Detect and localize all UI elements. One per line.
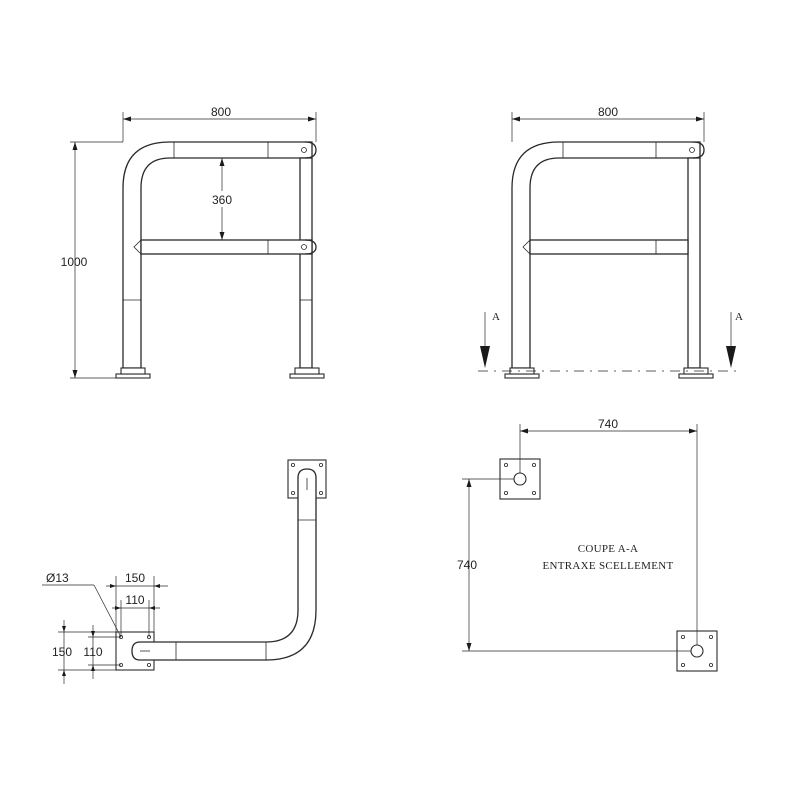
front-height-label: 1000 <box>61 255 88 269</box>
side-right-base <box>678 373 714 379</box>
plate-width-label: 150 <box>125 571 145 585</box>
side-left-post <box>511 141 701 369</box>
section-height-label: 740 <box>457 558 477 572</box>
side-right-post <box>687 157 701 369</box>
front-left-base <box>115 373 151 379</box>
side-width-label: 800 <box>598 105 618 119</box>
top-view: Ø13 150 110 150 110 <box>42 459 327 684</box>
diameter-label: Ø13 <box>46 571 69 585</box>
front-view: 800 1000 360 <box>61 105 325 379</box>
front-right-base <box>289 373 325 379</box>
side-left-base <box>504 373 540 379</box>
front-middle-rail <box>140 239 313 255</box>
section-marker-left: A <box>492 311 500 323</box>
section-width-label: 740 <box>598 417 618 431</box>
front-width-label: 800 <box>211 105 231 119</box>
front-gap-label: 360 <box>212 193 232 207</box>
side-view: A A 800 <box>478 105 743 379</box>
section-view: 740 740 COUPE A-A ENTRAXE SCELLEMENT <box>457 417 718 672</box>
plate-height-label: 150 <box>52 645 72 659</box>
front-left-post <box>122 141 313 369</box>
section-title-line2: ENTRAXE SCELLEMENT <box>543 560 674 572</box>
side-middle-rail <box>529 239 689 255</box>
front-right-post <box>299 157 313 369</box>
hole-spacing-y-label: 110 <box>83 645 102 659</box>
hole-spacing-x-label: 110 <box>125 593 144 607</box>
section-marker-right: A <box>735 311 743 323</box>
section-title-line1: COUPE A-A <box>578 543 638 555</box>
